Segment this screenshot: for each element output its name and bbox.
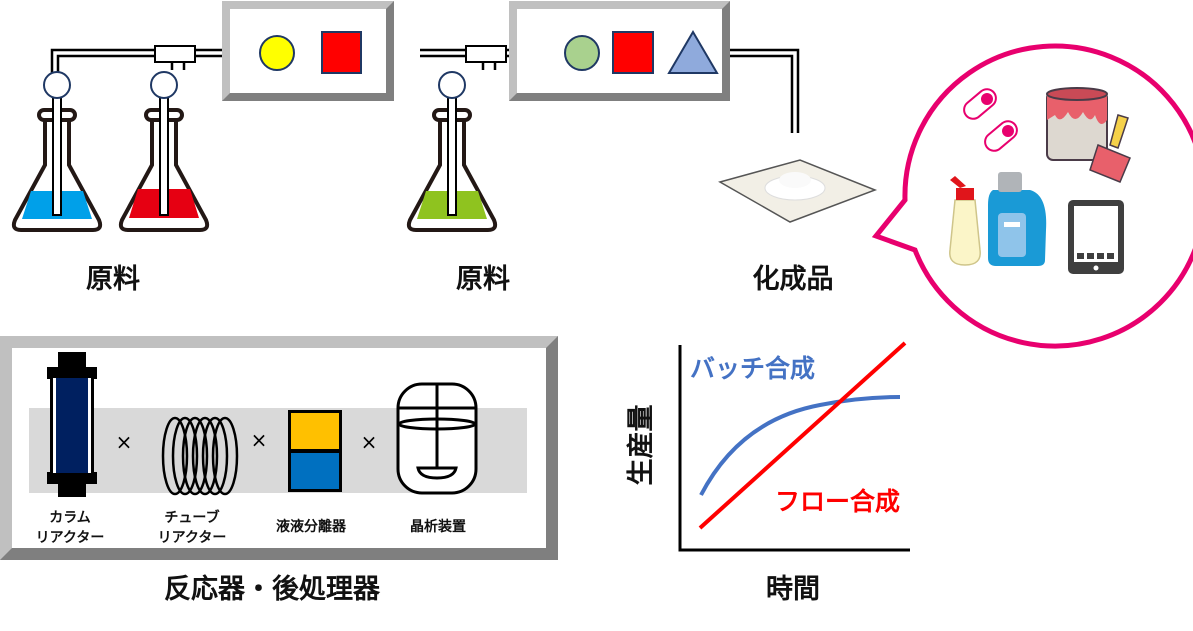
flask-red (118, 71, 210, 232)
equipment-caption: 反応器・後処理器 (164, 573, 381, 605)
column-reactor-label-2: リアクター (36, 530, 105, 546)
tube-reactor-label-1: チューブ (164, 509, 219, 526)
raw-material-label-1: 原料 (86, 264, 140, 295)
tablet-icon (1068, 200, 1124, 274)
column-reactor-icon (47, 352, 97, 497)
product-label: 化成品 (753, 264, 834, 295)
tube-reactor-label-2: リアクター (158, 530, 227, 546)
x-axis-label: 時間 (766, 574, 820, 605)
equipment-panel: × × × カラム リアクター チューブ リアクター 液液分離器 晶析装置 (0, 336, 558, 560)
flow-series-label: フロー合成 (775, 487, 900, 516)
liquid-separator-icon (288, 410, 342, 492)
reactor-box-2 (509, 1, 730, 101)
separator-label: 液液分離器 (276, 518, 347, 535)
productivity-graph: バッチ合成 フロー合成 生産量 時間 (625, 341, 910, 605)
tube-reactor-icon (161, 416, 239, 496)
batch-series-label: バッチ合成 (690, 354, 815, 383)
flask-green (406, 71, 498, 232)
pipes (50, 45, 800, 133)
flow-line (698, 341, 907, 530)
times-sign-3: × (361, 430, 378, 454)
reactor-box-1 (222, 1, 394, 101)
times-sign-2: × (251, 428, 268, 452)
crystallizer-icon (396, 382, 478, 495)
capsule-icon (963, 88, 1018, 152)
paint-can-icon (1046, 87, 1131, 183)
raw-material-label-2: 原料 (456, 264, 510, 295)
batch-curve (699, 395, 901, 496)
powder-product-icon (718, 159, 878, 223)
bottle-icon (949, 172, 1047, 266)
column-reactor-label-1: カラム (49, 510, 91, 526)
times-sign-1: × (116, 430, 133, 454)
flask-blue (11, 71, 103, 232)
crystallizer-label: 晶析装置 (410, 518, 466, 535)
y-axis-label: 生産量 (625, 405, 657, 486)
applications-bubble (871, 43, 1193, 349)
